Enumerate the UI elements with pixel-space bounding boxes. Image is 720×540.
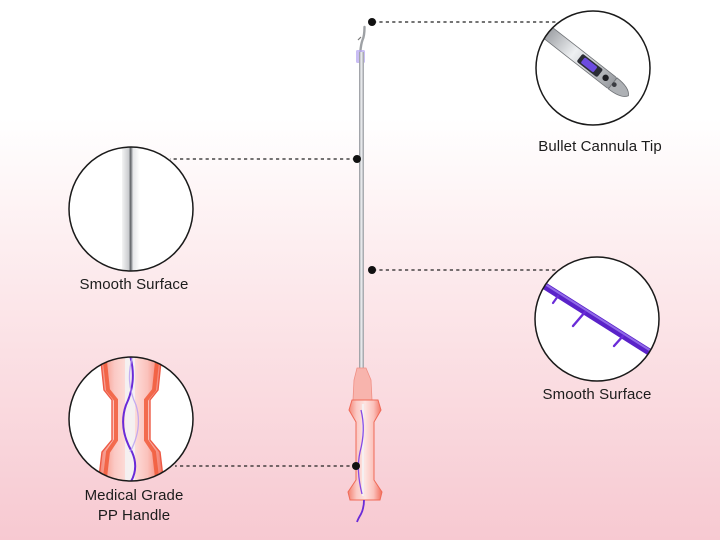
- pp-handle-icon: [68, 356, 194, 482]
- smooth-shaft-icon: [68, 146, 194, 272]
- leader-dot-shaft: [353, 155, 361, 163]
- leader-lines: [170, 21, 560, 467]
- bullet-cannula-tip-label: Bullet Cannula Tip: [538, 138, 662, 155]
- leader-dot-thread: [368, 266, 376, 274]
- pp-handle-label: Medical Grade PP Handle: [54, 486, 214, 526]
- cannula-needle: [347, 25, 383, 523]
- smooth-surface-thread-label: Smooth Surface: [542, 386, 652, 403]
- needle-shaft: [359, 52, 364, 370]
- leader-dot-handle: [352, 462, 360, 470]
- pp-handle-label-line1: Medical Grade: [84, 487, 184, 504]
- pp-handle-label-line2: PP Handle: [97, 507, 171, 524]
- bullet-cannula-tip-icon: [535, 10, 651, 126]
- barbed-thread-icon: [534, 256, 660, 382]
- pp-handle: [347, 399, 383, 501]
- leader-dot-tip: [368, 18, 376, 26]
- leader-dots: [352, 18, 376, 470]
- handle-hub: [352, 367, 373, 401]
- thread-tail: [356, 499, 365, 523]
- smooth-surface-shaft-label: Smooth Surface: [79, 276, 189, 293]
